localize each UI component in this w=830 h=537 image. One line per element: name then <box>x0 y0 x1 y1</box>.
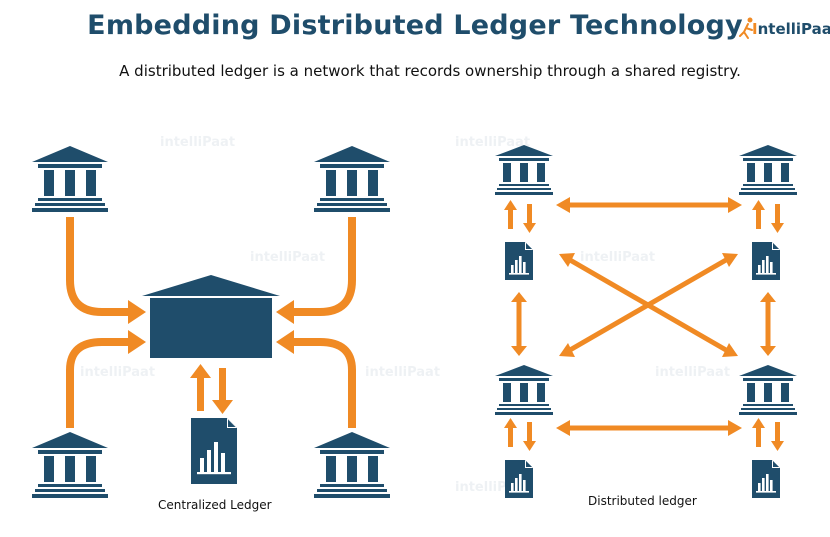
bank-building-icon <box>314 432 390 498</box>
central-server-icon <box>142 275 280 358</box>
central-arrowheads <box>128 300 294 354</box>
centralized-ledger-group <box>32 146 390 498</box>
bank-building-icon <box>495 145 553 195</box>
distributed-ledger-label: Distributed ledger <box>588 494 697 508</box>
watermark: intelliPaat <box>655 365 731 380</box>
central-connector-arrows <box>66 217 356 428</box>
intellipaat-logo: IntelliPaat <box>738 16 830 44</box>
node-ledger-sync-arrows <box>504 200 784 451</box>
watermark: intelliPaat <box>160 135 236 150</box>
bank-building-icon <box>739 145 797 195</box>
distributed-ledger-group <box>495 145 797 498</box>
ledger-document-icon <box>191 418 237 484</box>
ledger-document-icon <box>752 460 780 498</box>
ledger-document-icon <box>505 460 533 498</box>
centralized-ledger-label: Centralized Ledger <box>158 498 272 512</box>
bank-building-icon <box>32 432 108 498</box>
page-subtitle: A distributed ledger is a network that r… <box>119 62 741 80</box>
watermark: intelliPaat <box>365 365 441 380</box>
watermark: intelliPaat <box>250 250 326 265</box>
watermark: intelliPaat <box>80 365 156 380</box>
watermark: intelliPaat <box>580 250 656 265</box>
peer-arrowheads <box>511 197 776 436</box>
peer-connection-lines <box>516 202 771 431</box>
ledger-document-icon <box>752 242 780 280</box>
runner-icon <box>739 17 753 39</box>
watermark: intelliPaat <box>455 135 531 150</box>
ledger-document-icon <box>505 242 533 280</box>
bank-building-icon <box>32 146 108 212</box>
page-title: Embedding Distributed Ledger Technology <box>87 10 743 41</box>
bank-building-icon <box>495 365 553 415</box>
central-ledger-sync-arrows <box>190 364 233 414</box>
bank-building-icon <box>314 146 390 212</box>
bank-building-icon <box>739 365 797 415</box>
logo-wordmark: IntelliPaat <box>752 20 830 38</box>
